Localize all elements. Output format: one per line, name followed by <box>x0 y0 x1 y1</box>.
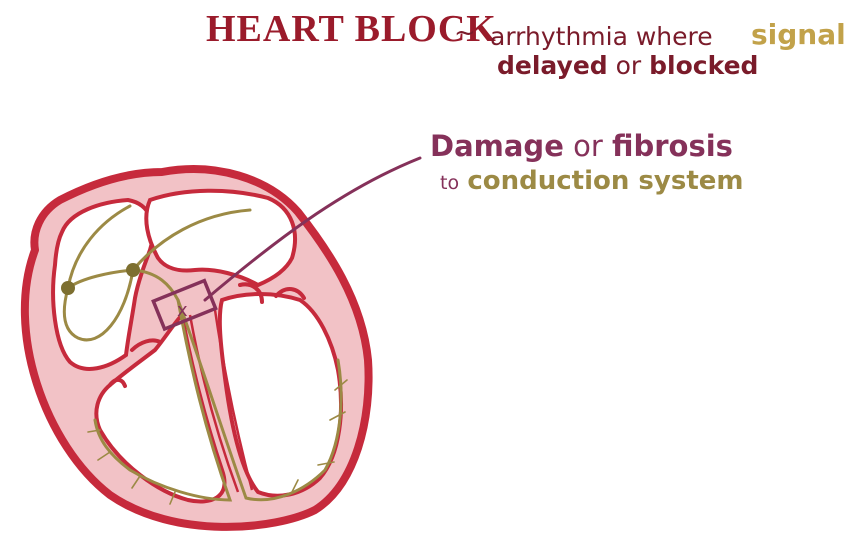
sa-node <box>61 281 75 295</box>
av-node <box>126 263 140 277</box>
block-mark: x <box>177 300 188 321</box>
